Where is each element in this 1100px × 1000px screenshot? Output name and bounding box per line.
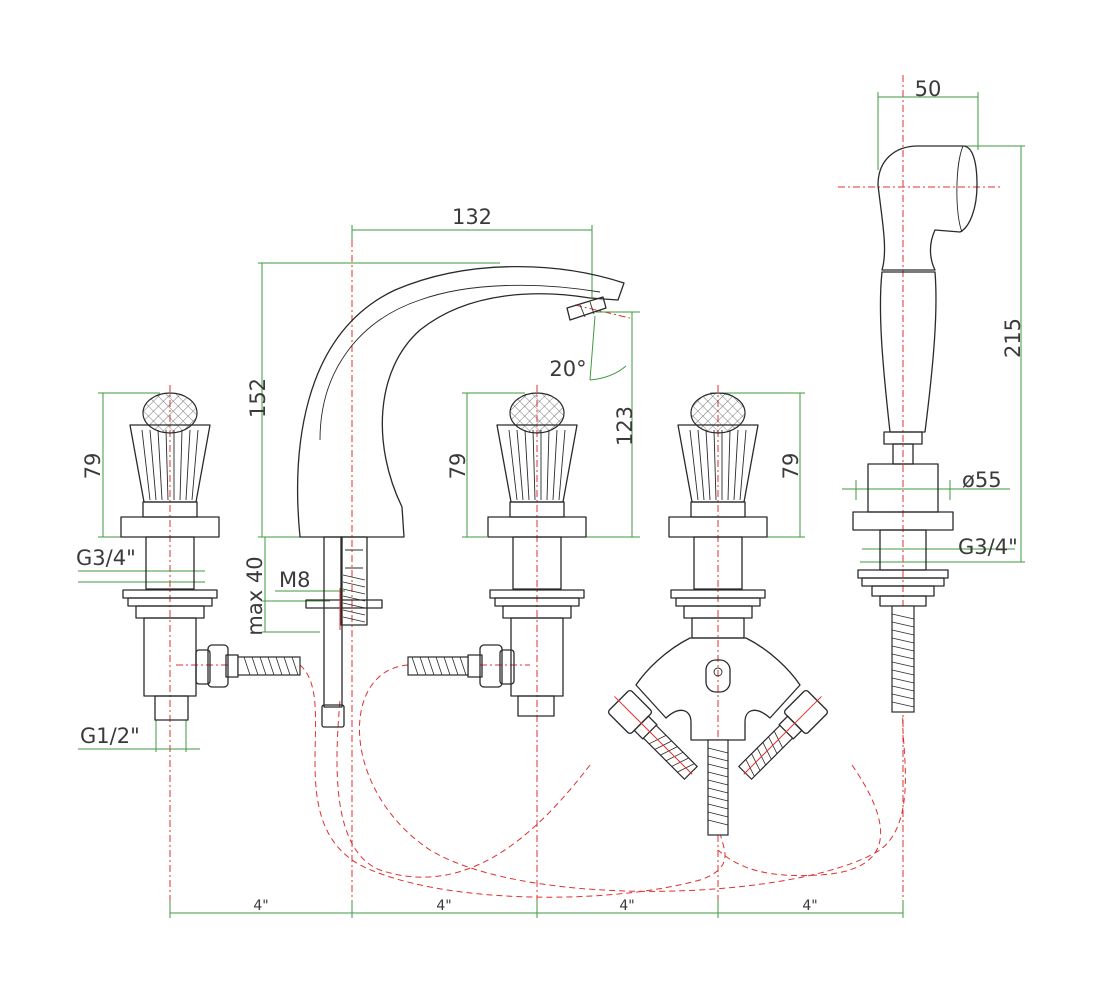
dim-inlet-left: G1/2" (80, 724, 140, 748)
dim-thread-left: G3/4" (76, 546, 136, 570)
dim-handle-height-left: 79 (81, 453, 105, 480)
hoses (299, 664, 906, 898)
dimension-lines (78, 92, 1025, 918)
dim-shower-width: 50 (915, 77, 942, 101)
dim-spacing-4: 4" (802, 898, 817, 914)
dim-spout-to-deck: 123 (613, 406, 637, 446)
dim-spout-angle: 20° (549, 357, 586, 381)
dim-spacing-1: 4" (253, 898, 268, 914)
dim-shower-length: 215 (1001, 318, 1025, 358)
spout (297, 265, 625, 728)
dim-handle-height-mid: 79 (446, 453, 470, 480)
centerlines (169, 75, 1000, 918)
left-valve (120, 392, 301, 721)
middle-valve (407, 392, 587, 717)
dim-spacing-2: 4" (436, 898, 451, 914)
dimension-labels: 132 152 20° 123 79 79 79 G3/4" max 40 M8… (76, 77, 1025, 914)
dim-spout-height: 152 (246, 378, 270, 418)
dim-handle-height-right: 79 (779, 453, 803, 480)
dim-thread-right: G3/4" (958, 535, 1018, 559)
hand-shower (852, 145, 978, 713)
dim-bolt: M8 (279, 568, 310, 592)
dim-shower-base-dia: ø55 (962, 468, 1002, 492)
dim-max-deck: max 40 (243, 556, 267, 635)
dim-spacing-3: 4" (619, 898, 634, 914)
right-valve (607, 392, 829, 836)
dim-spout-reach: 132 (452, 205, 492, 229)
